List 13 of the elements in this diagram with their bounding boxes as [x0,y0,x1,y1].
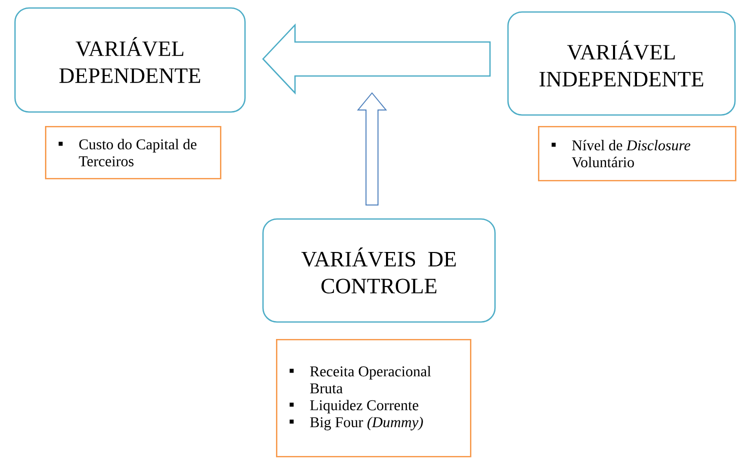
block-arrow [356,92,388,206]
bullet-list-box [538,126,736,182]
bullet-list-box [276,338,472,458]
block-arrow [262,23,491,95]
variable-box: VARIÁVEL DEPENDENTE [14,7,246,113]
variable-box: VARIÁVEL INDEPENDENTE [507,11,736,116]
variable-box: VARIÁVEIS DE CONTROLE [262,218,496,323]
bullet-item: Nível de Disclosure Voluntário [572,140,690,168]
bullet-list-box [45,126,222,180]
bullet-item: Big Four (Dummy) [310,416,423,430]
bullet-item: Custo do Capital de Terceiros [78,138,196,166]
bullet-item: Receita Operacional Bruta [310,366,431,394]
bullet-item: Liquidez Corrente [310,400,418,414]
